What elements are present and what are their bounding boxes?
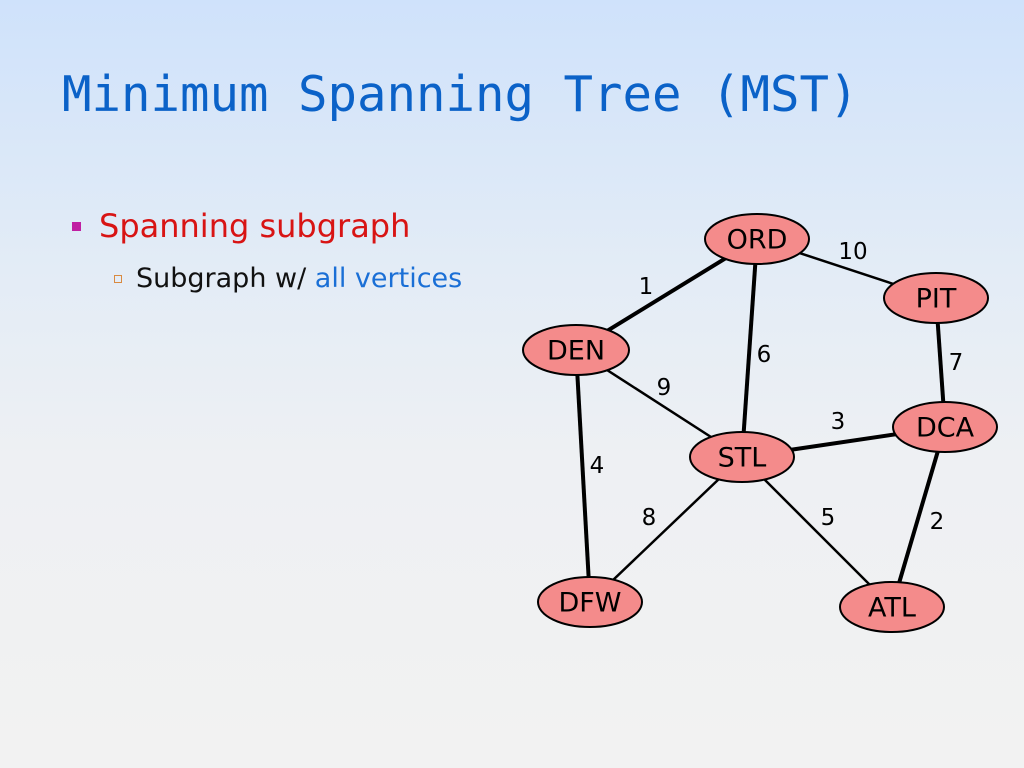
edge-weight-label: 3 — [831, 409, 846, 435]
node-ord: ORD — [704, 213, 810, 265]
sub-bullet-prefix: Subgraph w/ — [136, 263, 315, 294]
node-ellipse — [689, 431, 795, 483]
slide-title: Minimum Spanning Tree (MST) — [62, 66, 859, 123]
weights-layer: 1 10 6 7 9 4 3 8 5 2 — [590, 239, 964, 535]
node-atl: ATL — [839, 581, 945, 633]
edge-weight-label: 7 — [949, 350, 964, 376]
edge-weight-label: 4 — [590, 453, 605, 479]
edge-dca-atl — [890, 426, 947, 608]
node-label: ATL — [868, 593, 916, 624]
node-stl: STL — [689, 431, 795, 483]
edge-weight-label: 8 — [642, 505, 657, 531]
node-ellipse — [522, 324, 630, 376]
node-ellipse — [892, 401, 998, 453]
edge-ord-stl — [740, 238, 759, 458]
node-label: STL — [718, 443, 767, 474]
edge-den-dfw — [574, 349, 592, 603]
node-pit: PIT — [883, 272, 989, 324]
sub-bullet-highlight: all vertices — [314, 263, 463, 294]
square-bullet-icon — [72, 221, 81, 231]
sub-bullet-text: Subgraph w/ all vertices — [136, 263, 462, 294]
hollow-square-bullet-icon — [114, 274, 122, 283]
node-ellipse — [537, 576, 643, 628]
node-label: DEN — [547, 336, 605, 367]
edge-weight-label: 6 — [757, 342, 772, 368]
nodes-layer: ORD PIT DEN DCA STL DFW ATL — [522, 213, 998, 633]
edge-weight-label: 10 — [838, 239, 867, 265]
edge-weight-label: 9 — [657, 375, 672, 401]
edge-weight-label: 5 — [821, 505, 836, 531]
bullet-spanning-subgraph: Spanning subgraph — [72, 207, 410, 245]
node-ellipse — [883, 272, 989, 324]
edge-weight-label: 1 — [639, 274, 654, 300]
edge-stl-dfw — [589, 456, 743, 603]
node-dca: DCA — [892, 401, 998, 453]
node-den: DEN — [522, 324, 630, 376]
edge-weight-label: 2 — [930, 509, 945, 535]
node-ellipse — [839, 581, 945, 633]
sub-bullet-all-vertices: Subgraph w/ all vertices — [114, 263, 462, 294]
node-dfw: DFW — [537, 576, 643, 628]
edge-stl-atl — [741, 456, 893, 608]
node-label: PIT — [916, 284, 957, 315]
node-label: DCA — [916, 413, 975, 444]
node-label: ORD — [727, 225, 788, 256]
bullet-text: Spanning subgraph — [99, 207, 411, 245]
node-label: DFW — [558, 588, 621, 619]
node-ellipse — [704, 213, 810, 265]
